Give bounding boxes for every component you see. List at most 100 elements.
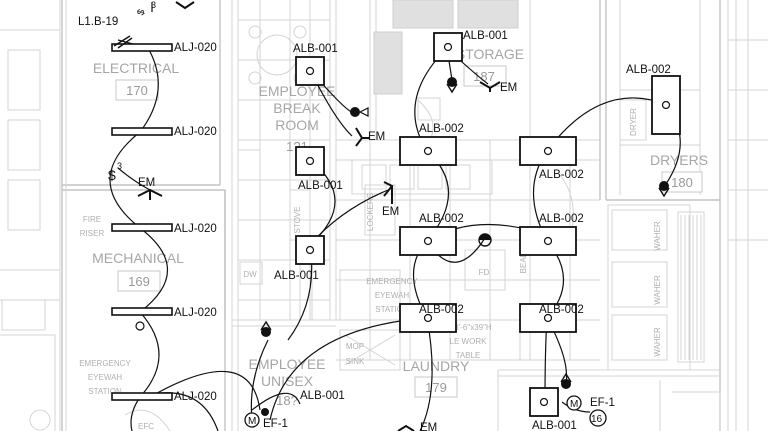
troffer-light-fixture bbox=[399, 226, 457, 256]
switch-number: 3 bbox=[151, 0, 156, 10]
alb001-tag-6: ALB-001 bbox=[532, 420, 577, 431]
strip-light-fixture bbox=[111, 127, 173, 136]
dishwasher-label: DW bbox=[243, 270, 257, 279]
work-table-label-1: 3'x8'-6"x39"H bbox=[444, 323, 492, 332]
ceiling-light-fixture bbox=[295, 235, 325, 265]
em-tag-5: EM bbox=[420, 422, 437, 431]
alb002-tag-6: ALB-002 bbox=[539, 304, 584, 316]
exit-sign-icon bbox=[137, 188, 163, 200]
wall-light-icon bbox=[135, 321, 145, 331]
room-number-dryers: 180 bbox=[671, 175, 693, 190]
room-name-break-3: ROOM bbox=[275, 117, 319, 133]
troffer-light-fixture bbox=[519, 136, 577, 166]
room-name-electrical: ELECTRICAL bbox=[93, 60, 180, 76]
wall-light-icon bbox=[478, 233, 492, 247]
floor-drain-label: FD bbox=[479, 268, 490, 277]
room-name-mechanical: MECHANICAL bbox=[92, 250, 184, 266]
wall-light-icon bbox=[446, 77, 458, 94]
ef1-tag-1: EF-1 bbox=[263, 418, 288, 430]
eyewash-left-label-1: EMERGENCY bbox=[79, 359, 131, 368]
exit-sign-icon bbox=[479, 81, 501, 92]
strip-light-fixture bbox=[111, 223, 173, 232]
room-name-break-1: EMPLOYEE bbox=[258, 83, 335, 99]
troffer-light-fixture bbox=[519, 303, 577, 333]
wall-light-icon bbox=[658, 181, 670, 198]
motor-icon: M bbox=[244, 412, 260, 428]
eyewash-mid-label-1: EMERGENCY bbox=[366, 277, 418, 286]
stove-label: STOVE bbox=[293, 207, 302, 234]
circuit-number-icon: 16 bbox=[589, 409, 607, 427]
lockers-label: LOCKERS bbox=[366, 193, 375, 231]
wall-light-icon bbox=[350, 107, 369, 117]
alb002-tag-1: ALB-002 bbox=[419, 123, 464, 135]
alb002-tag-5: ALB-002 bbox=[419, 304, 464, 316]
wall-light-icon bbox=[560, 372, 572, 389]
eyewash-left-label-3: STATION bbox=[88, 387, 122, 396]
switch-label: $ bbox=[135, 8, 147, 17]
washer-label-3: WAHER bbox=[653, 327, 662, 357]
eyewash-left-label-2: EYEWAH bbox=[88, 373, 123, 382]
room-number-laundry: 179 bbox=[425, 380, 447, 395]
alj-tag-1: ALJ-020 bbox=[174, 42, 217, 54]
switch-number-2: 3 bbox=[117, 161, 122, 171]
room-name-unisex-2: UNISEX bbox=[261, 373, 314, 389]
room-name-break-2: BREAK bbox=[273, 100, 321, 116]
ceiling-light-fixture bbox=[433, 32, 463, 62]
work-table-label-3: TABLE bbox=[456, 351, 481, 360]
troffer-light-fixture bbox=[519, 226, 577, 256]
work-table-label-2: LE WORK bbox=[450, 337, 488, 346]
alb002-tag-3: ALB-002 bbox=[419, 213, 464, 225]
eyewash-mid-label-2: EYEWAH bbox=[375, 291, 410, 300]
motor-icon: M bbox=[566, 395, 582, 411]
em-tag-2: EM bbox=[368, 131, 385, 143]
room-number-unisex: 18? bbox=[276, 393, 298, 408]
efc-label: EFC bbox=[138, 422, 154, 431]
room-number-mechanical: 169 bbox=[128, 274, 150, 289]
switch-label-2: $ bbox=[108, 167, 116, 183]
mop-sink-label-1: MOP bbox=[346, 342, 364, 351]
ceiling-light-fixture bbox=[529, 387, 559, 417]
motor-label-2: M bbox=[570, 399, 578, 410]
strip-light-fixture bbox=[111, 392, 173, 401]
alb002-tag-2: ALB-002 bbox=[539, 169, 584, 181]
alb001-tag-1: ALB-001 bbox=[293, 43, 338, 55]
alb001-tag-2: ALB-001 bbox=[298, 180, 343, 192]
beam-label: BEAM bbox=[519, 250, 528, 273]
room-name-storage: STORAGE bbox=[456, 46, 524, 62]
troffer-light-fixture bbox=[399, 303, 457, 333]
troffer-light-fixture bbox=[399, 136, 457, 166]
room-number-storage: 187 bbox=[473, 69, 495, 84]
eyewash-mid-label-3: STATION bbox=[375, 305, 409, 314]
panel-circuit-tag: L1.B-19 bbox=[78, 16, 118, 28]
room-number-electrical: 170 bbox=[126, 83, 148, 98]
ceiling-light-fixture bbox=[295, 56, 325, 86]
room-name-laundry: LAUNDRY bbox=[403, 358, 470, 374]
circuit-tags: L1.B-19 $ 3 $ 3 ALJ-020 ALJ-020 ALJ-020 … bbox=[78, 0, 671, 431]
junction-dot-icon bbox=[261, 408, 269, 416]
em-tag-1: EM bbox=[138, 177, 155, 189]
alj-tag-5: ALJ-020 bbox=[174, 391, 217, 403]
alb002-tag-7: ALB-002 bbox=[626, 64, 671, 76]
alj-tag-3: ALJ-020 bbox=[174, 223, 217, 235]
dryer-unit-label: DRYER bbox=[629, 108, 638, 136]
wall-light-icon bbox=[260, 320, 272, 337]
exit-sign-icon bbox=[383, 181, 394, 204]
room-name-dryers: DRYERS bbox=[650, 152, 708, 168]
ceiling-light-fixture bbox=[651, 75, 681, 135]
strip-light-fixture bbox=[111, 307, 173, 316]
em-tag-3: EM bbox=[382, 206, 399, 218]
alb002-tag-4: ALB-002 bbox=[539, 213, 584, 225]
alb001-tag-3: ALB-001 bbox=[274, 270, 319, 282]
fire-riser-label-2: RISER bbox=[80, 229, 105, 238]
alj-tag-4: ALJ-020 bbox=[174, 307, 217, 319]
em-tag-4: EM bbox=[500, 82, 517, 94]
slash-icon bbox=[113, 35, 133, 49]
motor-label-1: M bbox=[248, 416, 256, 427]
alj-tag-2: ALJ-020 bbox=[174, 126, 217, 138]
exit-sign-icon bbox=[397, 424, 415, 431]
room-labels: ELECTRICAL 170 MECHANICAL 169 EMPLOYEE B… bbox=[92, 46, 708, 408]
exit-sign-icon bbox=[355, 127, 370, 147]
fire-riser-label-1: FIRE bbox=[83, 215, 101, 224]
